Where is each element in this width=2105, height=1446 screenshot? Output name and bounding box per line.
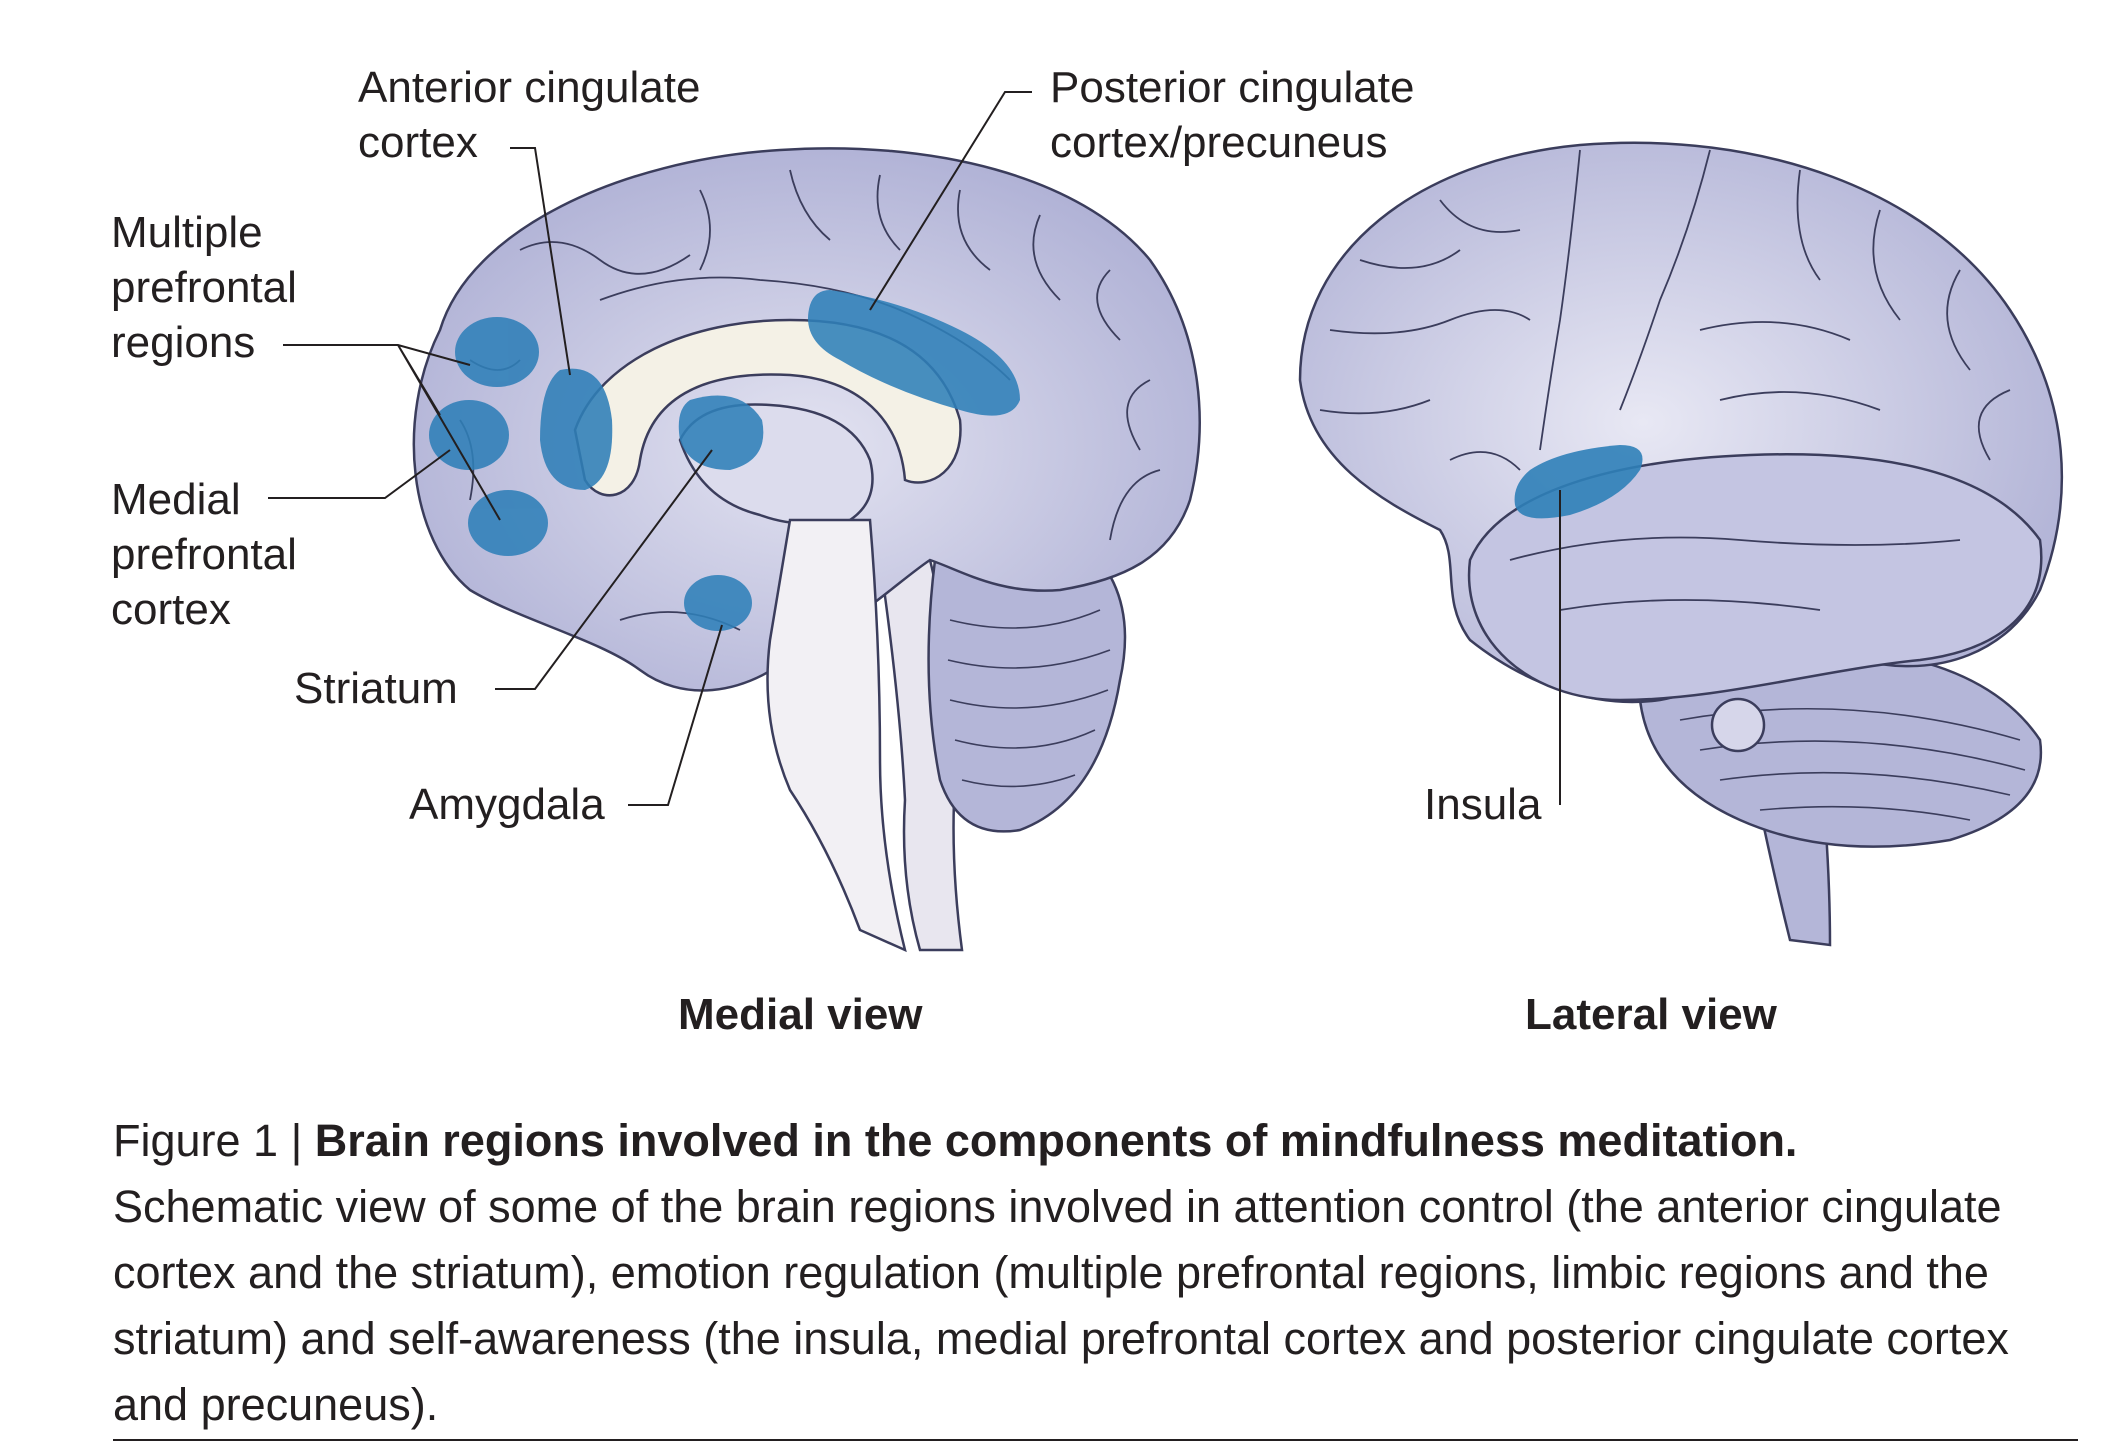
figure-caption: Figure 1 | Brain regions involved in the… (113, 1108, 2093, 1438)
leader-lines (268, 91, 1561, 806)
region-insula (1514, 445, 1643, 519)
label-medial-prefrontal-line2: prefrontal (111, 530, 297, 579)
label-anterior-cingulate: Anterior cingulate cortex (358, 60, 700, 170)
leader-posterior-cingulate (869, 91, 1032, 311)
leader-anterior-cingulate (510, 147, 571, 376)
label-amygdala: Amygdala (409, 780, 605, 829)
region-posterior-cingulate (808, 290, 1020, 416)
lateral-view-brain (1298, 141, 2064, 947)
label-medial-prefrontal-line1: Medial (111, 475, 241, 524)
label-multiple-prefrontal: Multiple prefrontal regions (111, 205, 297, 370)
caption-figure-number: Figure 1 | (113, 1115, 315, 1166)
label-anterior-cingulate-line2: cortex (358, 118, 478, 167)
label-posterior-cingulate-line2: cortex/precuneus (1050, 118, 1388, 167)
region-striatum (678, 395, 764, 470)
label-multiple-prefrontal-line2: prefrontal (111, 263, 297, 312)
leader-medial-prefrontal (268, 449, 451, 499)
view-title-lateral: Lateral view (1525, 990, 1777, 1039)
label-posterior-cingulate-line1: Posterior cingulate (1050, 63, 1415, 112)
leader-multiple-prefrontal (283, 344, 501, 521)
label-posterior-cingulate: Posterior cingulate cortex/precuneus (1050, 60, 1414, 170)
region-prefrontal-lower (468, 490, 548, 556)
medial-midbrain (766, 518, 907, 953)
label-anterior-cingulate-line1: Anterior cingulate (358, 63, 701, 112)
lateral-sulci (1319, 149, 2011, 611)
leader-striatum (495, 449, 713, 690)
caption-body: Schematic view of some of the brain regi… (113, 1181, 2009, 1430)
region-prefrontal-middle (429, 400, 509, 470)
region-prefrontal-upper (455, 317, 539, 387)
region-amygdala (684, 575, 752, 631)
cerebellum-folia (947, 609, 1111, 788)
lateral-pons (1710, 697, 1766, 753)
label-multiple-prefrontal-line3: regions (111, 318, 256, 367)
view-title-medial: Medial view (678, 990, 923, 1039)
label-multiple-prefrontal-line1: Multiple (111, 208, 263, 257)
caption-rule (113, 1439, 2078, 1441)
lateral-temporal-lobe (1467, 453, 2043, 702)
label-medial-prefrontal: Medial prefrontal cortex (111, 472, 297, 637)
leader-amygdala (628, 624, 723, 806)
region-anterior-cingulate (540, 368, 613, 490)
label-medial-prefrontal-line3: cortex (111, 585, 231, 634)
medial-highlighted-regions (429, 290, 1020, 631)
caption-title: Brain regions involved in the components… (314, 1115, 1798, 1166)
label-insula: Insula (1424, 780, 1542, 829)
label-striatum: Striatum (294, 664, 458, 713)
